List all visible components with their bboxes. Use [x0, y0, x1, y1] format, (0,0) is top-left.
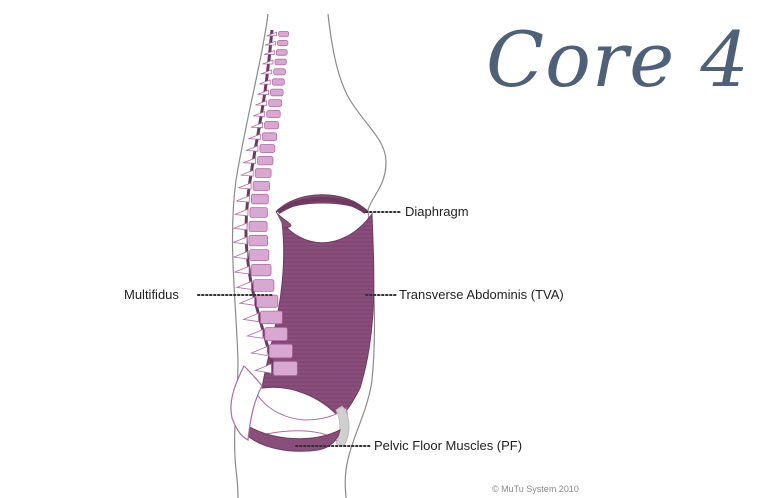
- spinous-process: [233, 236, 248, 245]
- spinous-process: [266, 31, 277, 37]
- vertebra: [272, 361, 298, 376]
- spinous-process: [233, 222, 248, 231]
- spinous-process: [245, 145, 259, 152]
- spinous-process: [262, 59, 274, 65]
- vertebra: [274, 58, 287, 66]
- vertebra: [256, 294, 279, 308]
- spinous-process: [250, 345, 268, 356]
- vertebra: [270, 88, 284, 97]
- vertebra: [254, 168, 272, 178]
- vertebra: [260, 310, 283, 325]
- vertebra: [278, 30, 290, 37]
- vertebra: [248, 234, 268, 247]
- vertebra: [259, 144, 276, 154]
- vertebra: [276, 40, 289, 47]
- vertebra: [248, 220, 268, 232]
- spinous-process: [240, 169, 254, 177]
- spinous-process: [241, 312, 259, 323]
- diaphragm-rim: [276, 196, 368, 215]
- spinous-process: [263, 50, 275, 55]
- spinous-process: [253, 363, 272, 374]
- transverse-abdominis-label: Transverse Abdominis (TVA): [399, 287, 564, 302]
- vertebra: [257, 155, 274, 166]
- vertebra: [252, 180, 270, 191]
- diaphragm-label: Diaphragm: [405, 204, 469, 219]
- vertebra: [250, 193, 269, 205]
- pelvic-floor-label: Pelvic Floor Muscles (PF): [374, 438, 523, 453]
- vertebra: [271, 78, 285, 86]
- vertebra: [273, 68, 286, 76]
- spinous-process: [234, 208, 249, 217]
- page-title: Core 4: [486, 15, 750, 104]
- pubic-bone: [335, 405, 350, 447]
- vertebra: [268, 343, 293, 359]
- spinous-process: [243, 157, 256, 164]
- vertebra: [264, 121, 279, 130]
- vertebra: [264, 327, 288, 341]
- vertebra: [275, 49, 288, 56]
- spinous-process: [233, 265, 250, 275]
- spinous-process: [248, 133, 261, 140]
- spinous-process: [235, 280, 252, 290]
- vertebra: [268, 99, 283, 107]
- spinous-process: [255, 100, 268, 106]
- spinous-process: [236, 195, 250, 203]
- spinous-process: [250, 122, 263, 129]
- vertebra: [261, 132, 278, 142]
- vertebra: [249, 249, 270, 262]
- vertebra: [250, 263, 272, 277]
- spinous-process: [260, 69, 273, 75]
- body-outline-back: [231, 13, 269, 498]
- sacrum-bone: [230, 364, 263, 441]
- spinous-process: [259, 79, 271, 85]
- spinous-process: [265, 40, 276, 46]
- spinous-process: [245, 329, 264, 339]
- spinous-process: [233, 250, 248, 260]
- spinous-process: [238, 296, 255, 306]
- vertebra: [266, 110, 281, 119]
- spinous-process: [257, 89, 269, 96]
- multifidus-label: Multifidus: [124, 287, 179, 302]
- vertebra: [249, 207, 268, 218]
- pelvic-floor-muscle: [247, 425, 341, 452]
- copyright-notice: © MuTu System 2010: [492, 484, 579, 494]
- spine: [233, 29, 298, 376]
- spinous-process: [253, 111, 266, 117]
- vertebra: [252, 279, 275, 292]
- spinous-process: [238, 182, 252, 190]
